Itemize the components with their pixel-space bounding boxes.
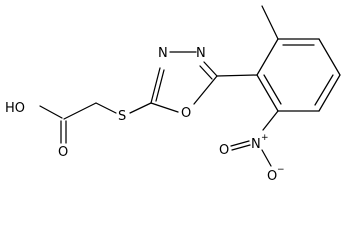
- bond-c5-o1: [193, 75, 218, 105]
- molecule-canvas: HO O S N N O N + O O −: [5, 5, 341, 184]
- atom-nitro-oxygen-double: O: [219, 143, 229, 158]
- bond-ring-nitro: [262, 110, 279, 131]
- bond-ring-6: [256, 74, 279, 112]
- atom-ring-oxygen: O: [181, 106, 191, 121]
- atom-sulfur: S: [118, 109, 126, 124]
- atom-nitro-nitrogen: N: [251, 137, 261, 152]
- bond-ring-inner-2: [314, 74, 334, 106]
- bond-n-o-single: [261, 149, 272, 167]
- bond-c2-n3-a: [150, 67, 161, 104]
- bond-ring-3: [318, 38, 341, 76]
- atom-carbonyl-oxygen: O: [58, 145, 68, 160]
- bond-ring-4: [318, 74, 341, 112]
- bond-ring-inner-3: [263, 74, 282, 105]
- bond-o1-c2: [150, 102, 179, 113]
- bond-n4-c5-b: [199, 65, 213, 80]
- atom-nitrogen-4: N: [196, 46, 206, 61]
- bond-n4-c5-a: [203, 61, 218, 77]
- bond-ch2-s: [95, 102, 117, 114]
- atom-hydroxyl: HO: [5, 101, 25, 116]
- atom-nitrogen-3: N: [158, 46, 168, 61]
- bond-n-o-double-b: [231, 144, 251, 151]
- bond-s-c2: [129, 102, 152, 114]
- structure-drawing: HO O S N N O N + O O −: [5, 5, 341, 184]
- nitro-oxygen-charge: −: [277, 165, 285, 175]
- bond-c2-n3-b: [155, 69, 165, 102]
- bond-ho-c: [39, 105, 63, 119]
- bond-ring-1: [256, 38, 279, 76]
- nitro-nitrogen-charge: +: [261, 133, 269, 143]
- bond-c5-aryl: [216, 74, 258, 77]
- atom-nitro-oxygen-single: O: [267, 169, 277, 184]
- bond-n-o-double-a: [230, 140, 250, 147]
- bond-c-ch2: [63, 102, 97, 120]
- bond-methyl: [261, 5, 279, 40]
